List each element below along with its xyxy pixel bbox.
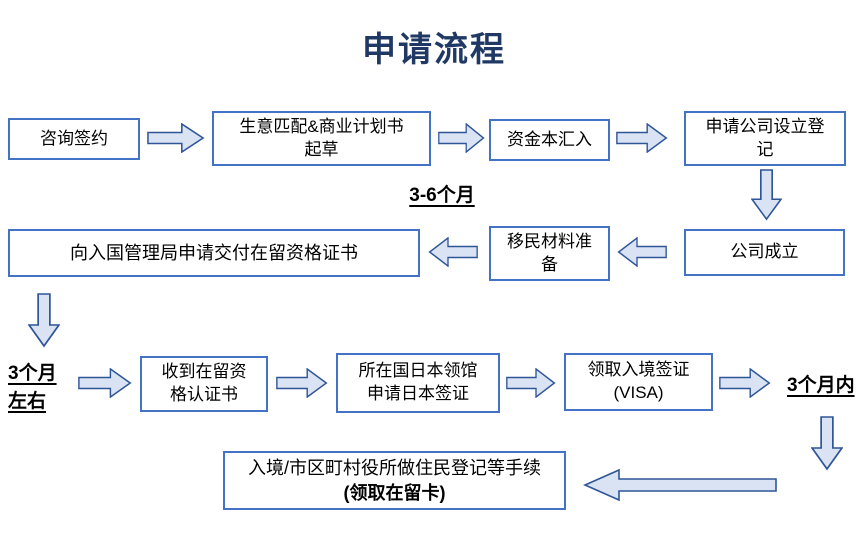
arrow-right-consult-to-match-icon [147,123,205,153]
entry-registration-line1: 入境/市区町村役所做住民登记等手续 [248,458,541,479]
duration-label-3-6-months: 3-6个月 [409,185,475,206]
flow-step-apply-coe: 向入国管理局申请交付在留资格证书 [8,229,420,277]
flow-step-entry-registration: 入境/市区町村役所做住民登记等手续 (领取在留卡) [223,451,566,510]
arrow-left-materials-to-coe-icon [428,237,478,267]
arrow-down-coe-to-receive-icon [28,293,60,348]
duration-label-3-months-approx: 3个月 左右 [8,363,57,412]
flow-step-company-established: 公司成立 [684,229,845,276]
flow-step-receive-coe: 收到在留资 格认证书 [140,356,268,412]
flow-step-receive-visa: 领取入境签证 (VISA) [564,353,713,411]
flow-step-consulate-visa: 所在国日本领馆 申请日本签证 [336,353,500,413]
flow-step-consult: 咨询签约 [8,118,140,160]
arrow-right-capital-to-register-icon [616,123,668,153]
arrow-left-long-to-entry-icon [583,468,777,502]
arrow-right-wait-to-receive-coe-icon [78,368,132,398]
arrow-left-established-to-materials-icon [617,237,667,267]
page-title: 申请流程 [362,31,506,69]
arrow-right-consulate-to-visa-icon [506,368,556,398]
entry-registration-line2: (领取在留卡) [343,482,446,503]
duration-label-3-months-within: 3个月内 [787,375,855,396]
arrow-down-register-to-established-icon [751,169,782,221]
flow-step-capital-remit: 资金本汇入 [489,119,610,161]
arrow-right-coe-to-consulate-icon [276,368,328,398]
arrow-right-match-to-capital-icon [438,123,485,153]
arrow-right-visa-to-entry-icon [719,368,771,398]
arrow-down-visa-to-entry-icon [811,416,843,471]
flow-step-business-match: 生意匹配&商业计划书 起草 [212,111,431,166]
flow-step-materials: 移民材料准 备 [489,226,610,281]
flow-step-company-register: 申请公司设立登 记 [684,111,846,166]
